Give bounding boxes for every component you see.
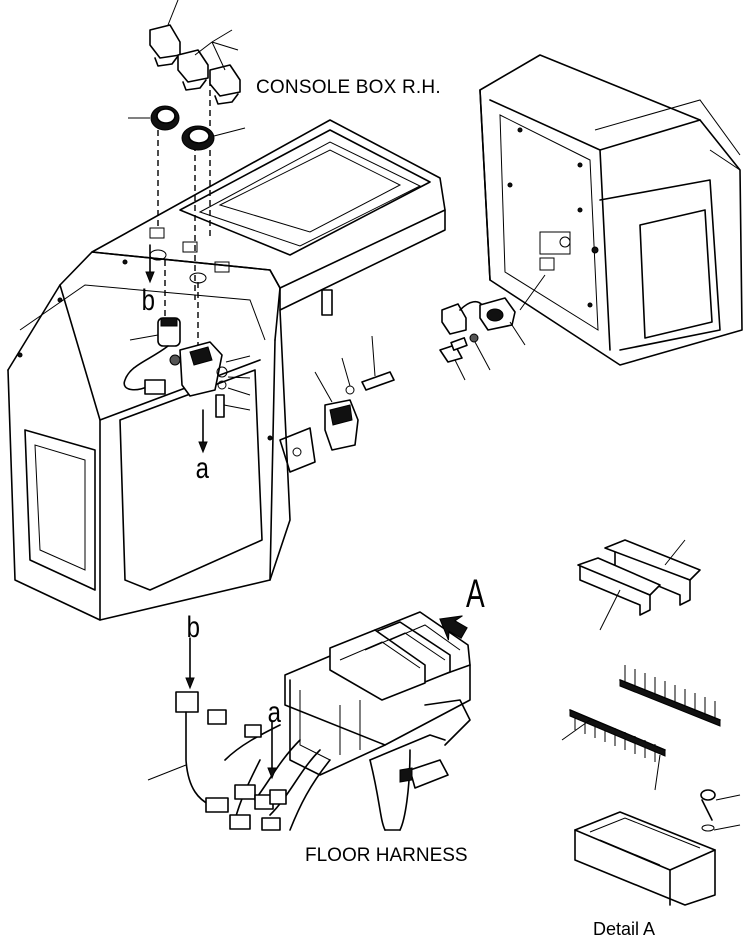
relay-middle bbox=[314, 335, 395, 451]
ref-view-a: A bbox=[466, 572, 485, 616]
console-box-label: CONSOLE BOX R.H. bbox=[256, 77, 441, 98]
sub-harness bbox=[147, 691, 229, 813]
detail-a bbox=[561, 539, 741, 906]
cab-switch bbox=[439, 297, 526, 381]
floor-harness-assembly bbox=[185, 611, 471, 831]
key-switch bbox=[123, 317, 181, 395]
ref-b-lower: b bbox=[186, 611, 201, 644]
ref-a-lower: a bbox=[267, 696, 282, 729]
mount-switch bbox=[169, 341, 251, 418]
floor-harness-label: FLOOR HARNESS bbox=[305, 845, 468, 866]
console-box-rh bbox=[7, 119, 446, 621]
ref-a-upper: a bbox=[195, 452, 210, 485]
rocker-switches bbox=[149, 0, 241, 105]
assembly-leaders bbox=[145, 80, 211, 454]
detail-a-label: Detail A bbox=[593, 919, 656, 939]
ref-b-upper: b bbox=[141, 284, 156, 317]
cab-panel bbox=[479, 54, 743, 366]
switch-caps bbox=[128, 105, 246, 151]
